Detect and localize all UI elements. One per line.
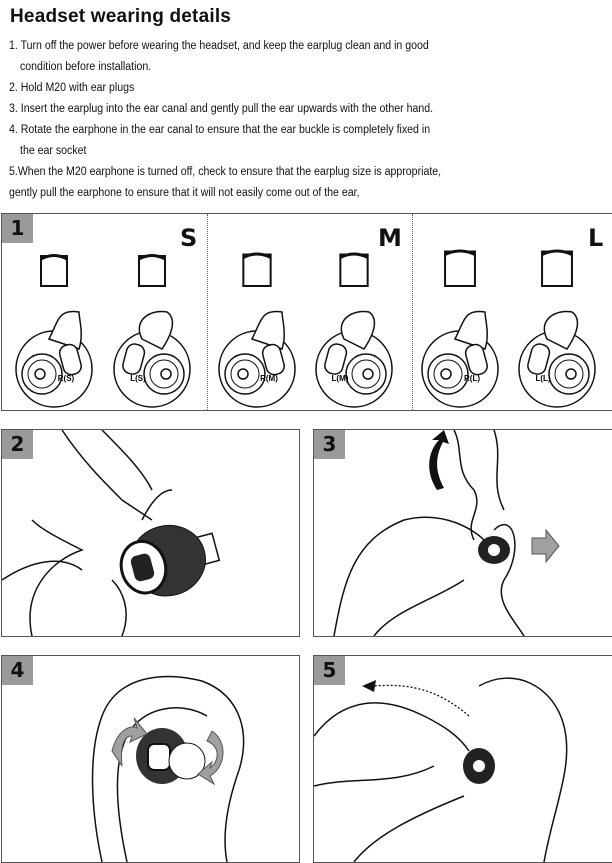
rotate-earphone-illustration — [91, 675, 245, 862]
step-number-badge: 2 — [2, 430, 33, 459]
earbud-size-label: L(L) — [535, 374, 550, 383]
instruction-line: 3. Insert the earplug into the ear canal… — [9, 103, 434, 115]
earbud-size-label: R(S) — [58, 374, 75, 383]
earbud-L(M): L(M) — [315, 252, 393, 408]
size-label-m: M — [378, 224, 402, 252]
earbud-size-label: L(S) — [130, 374, 146, 383]
instruction-line: 4. Rotate the earphone in the ear canal … — [9, 124, 431, 136]
step4-panel: 4 — [1, 655, 300, 863]
step3-panel: 3 — [313, 429, 612, 637]
earbud-size-label: R(L) — [464, 374, 480, 383]
size-label-l: L — [588, 224, 604, 252]
earbud-size-label: L(M) — [332, 374, 349, 383]
hold-earphone-illustration — [2, 430, 221, 636]
earplug-sizes-illustration: R(S) L(S) R(M) L(M) — [15, 249, 596, 408]
step-number-badge: 3 — [314, 430, 345, 459]
divider — [207, 214, 208, 410]
size-label-s: S — [180, 224, 198, 252]
step-number-badge: 4 — [2, 656, 33, 685]
step1-panel: R(S) L(S) R(M) L(M) — [1, 213, 612, 411]
instruction-line: 2. Hold M20 with ear plugs — [9, 82, 135, 94]
earbud-L(S): L(S) — [113, 254, 191, 408]
earbud-size-label: R(M) — [260, 374, 278, 383]
step5-panel: 5 — [313, 655, 612, 863]
earbud-R(L): R(L) — [421, 249, 499, 408]
instruction-line: the ear socket — [20, 145, 87, 157]
earbud-L(L): L(L) — [518, 249, 596, 408]
instruction-line: 1. Turn off the power before wearing the… — [9, 40, 429, 52]
step2-panel: 2 — [1, 429, 300, 637]
earbud-R(M): R(M) — [218, 252, 296, 408]
page-title: Headset wearing details — [10, 6, 232, 27]
step-number-badge: 1 — [2, 214, 33, 243]
instruction-line: 5.When the M20 earphone is turned off, c… — [9, 166, 442, 178]
step-number-badge: 5 — [314, 656, 345, 685]
pull-check-illustration — [314, 677, 568, 862]
instruction-line: condition before installation. — [20, 61, 152, 73]
earbud-R(S): R(S) — [15, 254, 93, 408]
instruction-line: gently pull the earphone to ensure that … — [9, 187, 360, 199]
divider — [412, 214, 413, 410]
insert-earplug-illustration — [333, 430, 560, 636]
